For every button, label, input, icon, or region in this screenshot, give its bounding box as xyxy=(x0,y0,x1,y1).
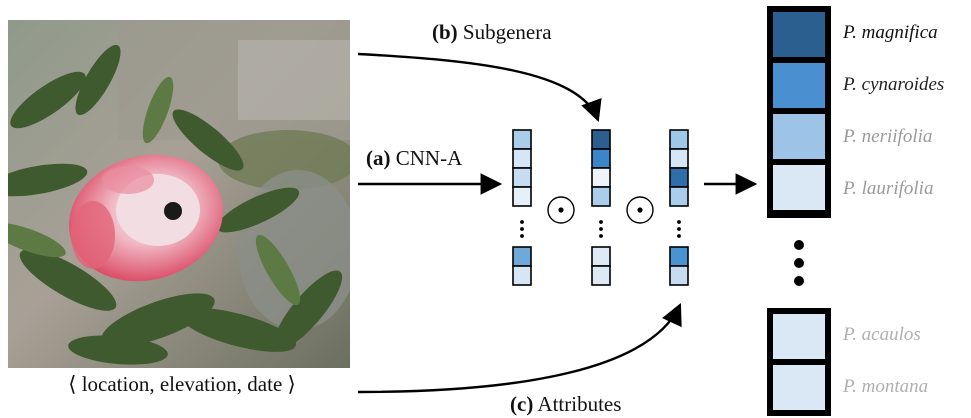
class-ellipsis-dot xyxy=(794,258,804,268)
protea-photo xyxy=(8,20,350,368)
cnn-vector-ellipsis-dot xyxy=(520,234,524,238)
subgenera-vector-cell xyxy=(591,265,611,286)
class-score-cell xyxy=(773,12,825,57)
class-score-cell xyxy=(773,114,825,159)
label-attributes: (c) Attributes xyxy=(510,392,621,417)
cnn-vector-cell xyxy=(512,265,532,286)
class-label-1: P. magnifica xyxy=(843,22,938,43)
label-cnn: (a) CNN-A xyxy=(366,146,462,171)
subgenera-vector-ellipsis-dot xyxy=(599,234,603,238)
subgenera-vector-ellipsis-dot xyxy=(599,227,603,231)
class-score-cell xyxy=(773,63,825,108)
attributes-vector-ellipsis-dot xyxy=(677,234,681,238)
label-cnn-letter: (a) xyxy=(366,146,391,170)
subgenera-vector-ellipsis-dot xyxy=(599,220,603,224)
label-cnn-text: CNN-A xyxy=(395,146,463,170)
label-subgenera: (b) Subgenera xyxy=(432,20,552,45)
class-label-6: P. montana xyxy=(843,376,929,397)
cnn-vector-cell xyxy=(512,186,532,207)
attributes-arrow xyxy=(357,303,682,394)
elementwise-product-dot xyxy=(558,207,564,213)
class-ellipsis-dot xyxy=(794,276,804,286)
label-subgenera-letter: (b) xyxy=(432,20,458,44)
attributes-vector-cell xyxy=(669,265,689,286)
cnn-vector-ellipsis-dot xyxy=(520,220,524,224)
elementwise-product-dot xyxy=(637,207,643,213)
label-attributes-text: Attributes xyxy=(537,392,622,416)
cnn-vector-ellipsis-dot xyxy=(520,227,524,231)
class-label-5: P. acaulos xyxy=(843,324,921,345)
class-score-cell xyxy=(773,314,825,359)
class-label-3: P. neriifolia xyxy=(843,126,933,147)
subgenera-vector-cell xyxy=(591,186,611,207)
label-subgenera-text: Subgenera xyxy=(462,20,552,44)
photo-context-caption: ⟨ location, elevation, date ⟩ xyxy=(68,372,296,396)
protea-photo-image xyxy=(8,20,350,368)
attributes-vector-ellipsis-dot xyxy=(677,227,681,231)
class-score-cell xyxy=(773,365,825,410)
label-attributes-letter: (c) xyxy=(510,392,534,416)
class-ellipsis-dot xyxy=(794,240,804,250)
attributes-vector-ellipsis-dot xyxy=(677,220,681,224)
attributes-vector-cell xyxy=(669,186,689,207)
class-label-4: P. laurifolia xyxy=(843,178,934,199)
class-label-2: P. cynaroides xyxy=(843,74,945,95)
subgenera-arrow xyxy=(357,52,602,123)
class-score-cell xyxy=(773,165,825,210)
